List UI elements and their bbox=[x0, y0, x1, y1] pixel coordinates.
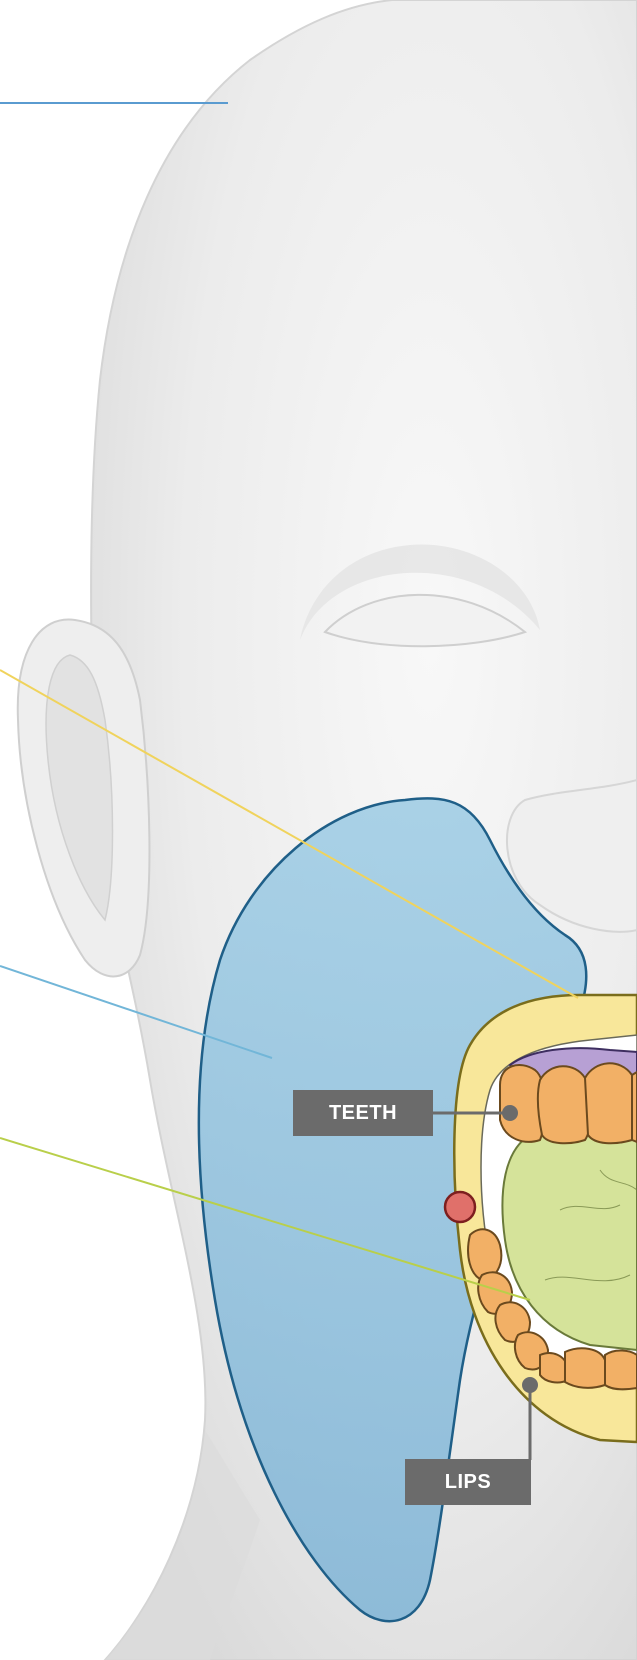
teeth-pin-icon bbox=[502, 1105, 518, 1121]
lips-label: LIPS bbox=[405, 1459, 531, 1505]
red-circle-marker-icon bbox=[445, 1192, 475, 1222]
teeth-label: TEETH bbox=[293, 1090, 433, 1136]
lips-pin-icon bbox=[522, 1377, 538, 1393]
upper-teeth bbox=[500, 1063, 637, 1143]
